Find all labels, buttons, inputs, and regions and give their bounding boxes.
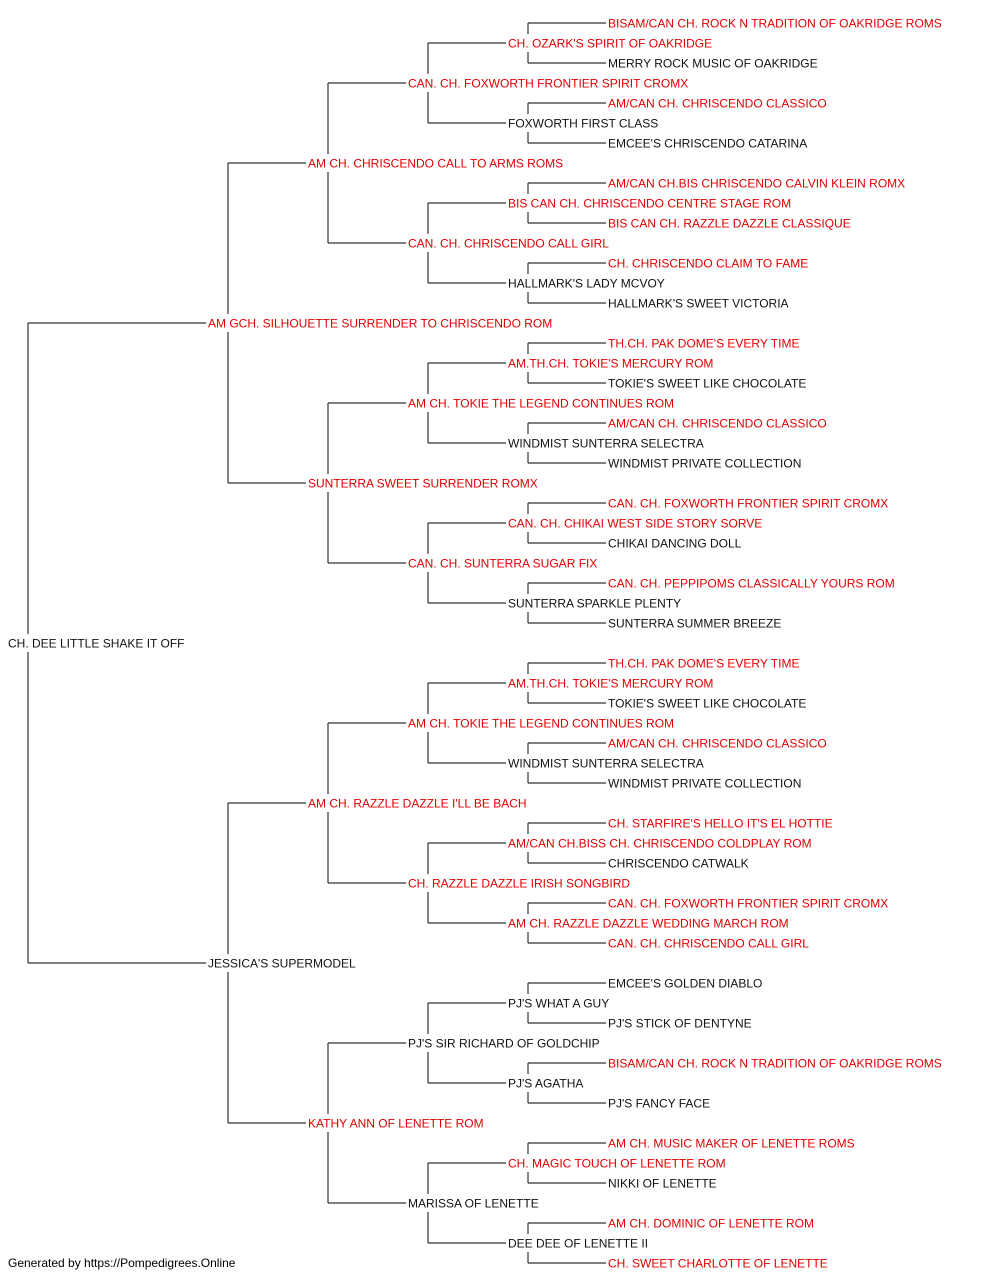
- gg-grandparent-name: CAN. CH. CHIKAI WEST SIDE STORY SORVE: [508, 516, 762, 530]
- gg-grandparent-name: CH. MAGIC TOUCH OF LENETTE ROM: [508, 1156, 726, 1170]
- gg-grandparent-name: CH. OZARK'S SPIRIT OF OAKRIDGE: [508, 36, 712, 50]
- ggg-grandparent-name: AM/CAN CH. CHRISCENDO CLASSICO: [608, 96, 827, 110]
- gg-grandparent-name: AM.TH.CH. TOKIE'S MERCURY ROM: [508, 676, 713, 690]
- gg-grandparent-name: PJ'S WHAT A GUY: [508, 996, 609, 1010]
- ggg-grandparent-name: BISAM/CAN CH. ROCK N TRADITION OF OAKRID…: [608, 16, 942, 30]
- ggg-grandparent-name: AM/CAN CH. CHRISCENDO CLASSICO: [608, 416, 827, 430]
- great-grandparent-name: PJ'S SIR RICHARD OF GOLDCHIP: [408, 1036, 600, 1050]
- ggg-grandparent-name: SUNTERRA SUMMER BREEZE: [608, 616, 781, 630]
- gg-grandparent-name: PJ'S AGATHA: [508, 1076, 583, 1090]
- ggg-grandparent-name: AM/CAN CH. CHRISCENDO CLASSICO: [608, 736, 827, 750]
- grandparent-name: KATHY ANN OF LENETTE ROM: [308, 1116, 484, 1130]
- great-grandparent-name: AM CH. TOKIE THE LEGEND CONTINUES ROM: [408, 396, 674, 410]
- ggg-grandparent-name: NIKKI OF LENETTE: [608, 1176, 717, 1190]
- great-grandparent-name: CAN. CH. FOXWORTH FRONTIER SPIRIT CROMX: [408, 76, 688, 90]
- ggg-grandparent-name: AM/CAN CH.BIS CHRISCENDO CALVIN KLEIN RO…: [608, 176, 905, 190]
- gg-grandparent-name: SUNTERRA SPARKLE PLENTY: [508, 596, 681, 610]
- ggg-grandparent-name: MERRY ROCK MUSIC OF OAKRIDGE: [608, 56, 818, 70]
- ggg-grandparent-name: TOKIE'S SWEET LIKE CHOCOLATE: [608, 376, 806, 390]
- gg-grandparent-name: WINDMIST SUNTERRA SELECTRA: [508, 436, 704, 450]
- gg-grandparent-name: DEE DEE OF LENETTE II: [508, 1236, 648, 1250]
- ggg-grandparent-name: CHIKAI DANCING DOLL: [608, 536, 742, 550]
- great-grandparent-name: CH. RAZZLE DAZZLE IRISH SONGBIRD: [408, 876, 630, 890]
- gg-grandparent-name: AM.TH.CH. TOKIE'S MERCURY ROM: [508, 356, 713, 370]
- ggg-grandparent-name: PJ'S FANCY FACE: [608, 1096, 710, 1110]
- gg-grandparent-name: AM CH. RAZZLE DAZZLE WEDDING MARCH ROM: [508, 916, 789, 930]
- great-grandparent-name: CAN. CH. CHRISCENDO CALL GIRL: [408, 236, 609, 250]
- ggg-grandparent-name: EMCEE'S CHRISCENDO CATARINA: [608, 136, 807, 150]
- ggg-grandparent-name: CH. CHRISCENDO CLAIM TO FAME: [608, 256, 808, 270]
- great-grandparent-name: AM CH. TOKIE THE LEGEND CONTINUES ROM: [408, 716, 674, 730]
- ggg-grandparent-name: WINDMIST PRIVATE COLLECTION: [608, 456, 801, 470]
- gg-grandparent-name: HALLMARK'S LADY MCVOY: [508, 276, 665, 290]
- ggg-grandparent-name: CHRISCENDO CATWALK: [608, 856, 749, 870]
- ggg-grandparent-name: TH.CH. PAK DOME'S EVERY TIME: [608, 656, 799, 670]
- ggg-grandparent-name: HALLMARK'S SWEET VICTORIA: [608, 296, 789, 310]
- gg-grandparent-name: FOXWORTH FIRST CLASS: [508, 116, 658, 130]
- ggg-grandparent-name: CH. STARFIRE'S HELLO IT'S EL HOTTIE: [608, 816, 833, 830]
- parent-name: AM GCH. SILHOUETTE SURRENDER TO CHRISCEN…: [208, 316, 552, 330]
- ggg-grandparent-name: CAN. CH. PEPPIPOMS CLASSICALLY YOURS ROM: [608, 576, 895, 590]
- ggg-grandparent-name: BIS CAN CH. RAZZLE DAZZLE CLASSIQUE: [608, 216, 851, 230]
- ggg-grandparent-name: CAN. CH. FOXWORTH FRONTIER SPIRIT CROMX: [608, 896, 888, 910]
- gg-grandparent-name: WINDMIST SUNTERRA SELECTRA: [508, 756, 704, 770]
- great-grandparent-name: CAN. CH. SUNTERRA SUGAR FIX: [408, 556, 597, 570]
- ggg-grandparent-name: AM CH. DOMINIC OF LENETTE ROM: [608, 1216, 814, 1230]
- grandparent-name: SUNTERRA SWEET SURRENDER ROMX: [308, 476, 538, 490]
- gg-grandparent-name: AM/CAN CH.BISS CH. CHRISCENDO COLDPLAY R…: [508, 836, 812, 850]
- ggg-grandparent-name: CH. SWEET CHARLOTTE OF LENETTE: [608, 1256, 828, 1270]
- subject-name: CH. DEE LITTLE SHAKE IT OFF: [8, 636, 184, 650]
- ggg-grandparent-name: CAN. CH. FOXWORTH FRONTIER SPIRIT CROMX: [608, 496, 888, 510]
- ggg-grandparent-name: EMCEE'S GOLDEN DIABLO: [608, 976, 762, 990]
- ggg-grandparent-name: TH.CH. PAK DOME'S EVERY TIME: [608, 336, 799, 350]
- ggg-grandparent-name: CAN. CH. CHRISCENDO CALL GIRL: [608, 936, 809, 950]
- grandparent-name: AM CH. CHRISCENDO CALL TO ARMS ROMS: [308, 156, 563, 170]
- ggg-grandparent-name: AM CH. MUSIC MAKER OF LENETTE ROMS: [608, 1136, 855, 1150]
- grandparent-name: AM CH. RAZZLE DAZZLE I'LL BE BACH: [308, 796, 527, 810]
- ggg-grandparent-name: PJ'S STICK OF DENTYNE: [608, 1016, 752, 1030]
- ggg-grandparent-name: BISAM/CAN CH. ROCK N TRADITION OF OAKRID…: [608, 1056, 942, 1070]
- parent-name: JESSICA'S SUPERMODEL: [208, 956, 356, 970]
- gg-grandparent-name: BIS CAN CH. CHRISCENDO CENTRE STAGE ROM: [508, 196, 791, 210]
- ggg-grandparent-name: WINDMIST PRIVATE COLLECTION: [608, 776, 801, 790]
- footer-credit: Generated by https://Pompedigrees.Online: [8, 1256, 236, 1270]
- great-grandparent-name: MARISSA OF LENETTE: [408, 1196, 539, 1210]
- ggg-grandparent-name: TOKIE'S SWEET LIKE CHOCOLATE: [608, 696, 806, 710]
